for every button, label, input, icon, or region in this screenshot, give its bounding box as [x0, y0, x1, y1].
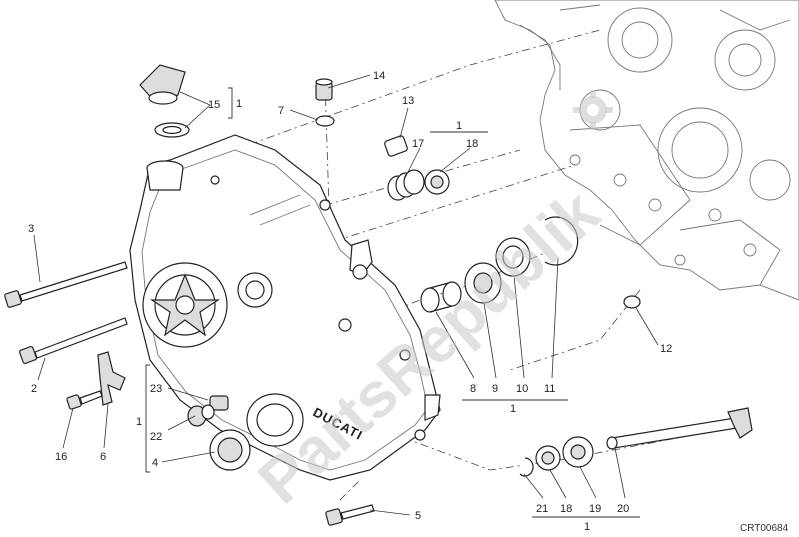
callout-22: 22 — [150, 431, 162, 443]
circlip-part-21 — [519, 457, 534, 477]
callout-15: 15 — [208, 99, 220, 111]
callout-labels: 14 7 15 1 13 1 17 18 3 12 23 1 22 4 2 16… — [28, 70, 672, 533]
bolt-part-3 — [4, 261, 128, 308]
clutch-cover: DUCATI — [129, 134, 441, 481]
bolt-part-16 — [66, 390, 103, 410]
group-brackets — [145, 87, 640, 518]
callout-18-bottom: 18 — [560, 503, 572, 515]
o-ring-part-7 — [315, 115, 335, 127]
callout-11: 11 — [544, 383, 555, 395]
callout-14: 14 — [373, 70, 385, 82]
crankcase-background — [494, 0, 799, 301]
washer-part-10 — [495, 237, 531, 277]
callout-23: 23 — [150, 383, 162, 395]
callout-16: 16 — [55, 451, 67, 463]
gear-icon — [573, 90, 613, 130]
bushing-part-8 — [420, 281, 462, 313]
shaft-lever — [349, 239, 373, 280]
callout-21: 21 — [536, 503, 548, 515]
callout-8: 8 — [470, 383, 476, 395]
callout-12: 12 — [660, 343, 672, 355]
bearing-part-18-bottom — [535, 445, 561, 471]
callout-13: 13 — [402, 95, 414, 107]
plug-part-23 — [209, 395, 229, 411]
callout-18-top: 18 — [466, 138, 478, 150]
callout-4: 4 — [152, 457, 158, 469]
callout-17: 17 — [412, 138, 424, 150]
callout-9: 9 — [492, 383, 498, 395]
callout-2: 2 — [31, 383, 37, 395]
callout-7: 7 — [278, 105, 284, 117]
callout-1-bottom-mid: 1 — [510, 403, 516, 415]
plug-part-22 — [187, 404, 215, 427]
callout-20: 20 — [617, 503, 629, 515]
seal-part-4 — [209, 429, 251, 471]
leader-lines — [33, 74, 659, 516]
spring-part-17 — [387, 169, 425, 201]
callout-1-side: 1 — [136, 416, 142, 428]
shaft-part-20 — [606, 407, 753, 450]
callout-1-group: 1 — [456, 120, 462, 132]
plug-part-14 — [315, 78, 333, 101]
bolt-part-5 — [325, 504, 375, 526]
bolt-part-2 — [18, 317, 128, 365]
callout-1-bottom-right: 1 — [584, 521, 590, 533]
o-ring-part-12 — [623, 295, 641, 309]
callout-1-top: 1 — [236, 98, 242, 110]
diagram-code: CRT00684 — [740, 523, 789, 534]
callout-3: 3 — [28, 223, 34, 235]
bushing-part-13 — [384, 135, 408, 157]
bracket-part-6 — [97, 351, 126, 406]
callout-10: 10 — [516, 383, 528, 395]
filler-cap-part-15 — [139, 64, 190, 138]
seal-part-19 — [562, 436, 594, 468]
callout-6: 6 — [100, 451, 106, 463]
callout-19: 19 — [589, 503, 601, 515]
bearing-part-18-top — [424, 169, 450, 195]
seal-part-9 — [464, 262, 502, 304]
callout-5: 5 — [415, 510, 421, 522]
